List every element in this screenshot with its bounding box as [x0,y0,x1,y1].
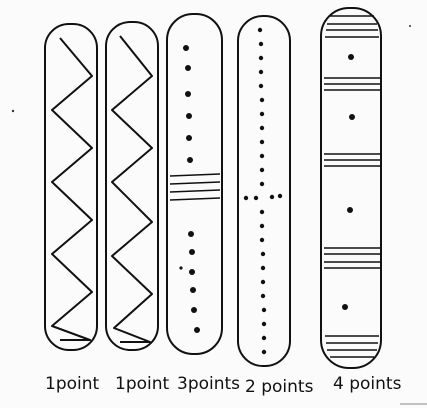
stick-4 [238,16,290,366]
stick-3-dots [179,45,200,333]
stick-3 [167,14,222,354]
stick-4-label: 2 points [245,377,314,397]
stick-2-label: 1point [115,374,170,394]
stick-1 [45,24,97,350]
stick-2-outline [106,22,158,350]
stick-4-dots [244,28,282,354]
stick-5 [321,8,381,368]
labels: 1point 1point 3points 2 points 4 points [45,374,402,397]
stick-1-label: 1point [45,374,100,394]
stick-5-dots [342,54,355,310]
stick-5-label: 4 points [333,374,402,394]
stick-5-outline [321,8,381,368]
stick-1-zigzag [52,38,92,340]
stray-marks [12,25,411,112]
stick-2 [106,22,158,350]
stick-3-band [170,174,220,200]
stick-2-zigzag [112,36,152,342]
stick-4-outline [238,16,290,366]
stick-5-bands [324,16,380,357]
stick-3-label: 3points [177,374,240,394]
